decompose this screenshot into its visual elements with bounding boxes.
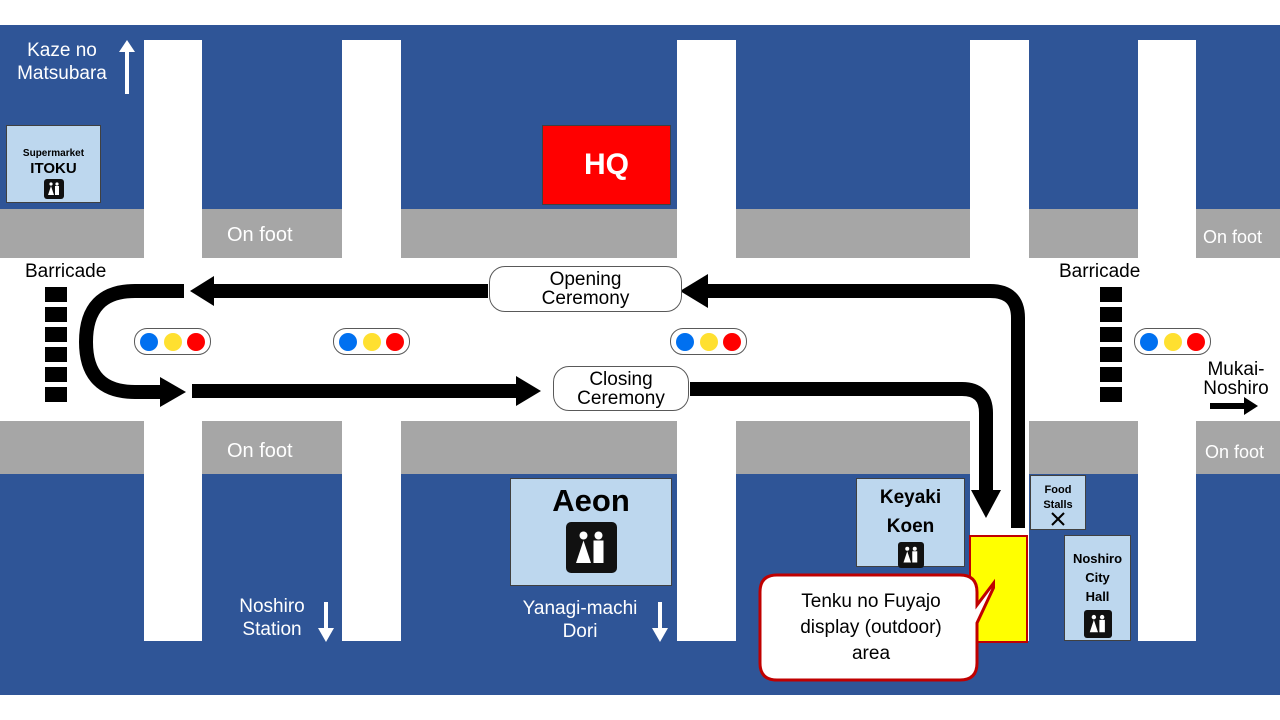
restroom-icon (565, 522, 617, 573)
aeon-building: Aeon (510, 478, 672, 586)
kaze-no-matsubara-label: Kaze no Matsubara (17, 40, 107, 84)
lantern-group (134, 328, 211, 355)
city-hall-name: Noshiro City Hall (1072, 551, 1123, 604)
arrow-down-icon (652, 602, 668, 642)
restroom-icon (1083, 610, 1112, 638)
lantern-group (333, 328, 410, 355)
keyaki-name: Keyaki Koen (879, 487, 942, 537)
restroom-icon (43, 179, 64, 199)
route-u-turn (78, 284, 184, 399)
route-to-display (690, 382, 993, 490)
aeon-name: Aeon (552, 483, 630, 518)
hq-building: HQ (542, 125, 671, 205)
arrow-right-icon (1210, 397, 1258, 415)
yanagi-machi-dori-label: Yanagi-machi Dori (522, 598, 638, 642)
lantern-group (670, 328, 747, 355)
tenku-callout-shape (758, 573, 995, 682)
on-foot-label: On foot (227, 440, 293, 462)
food-stalls-label: Food Stalls (1043, 484, 1073, 511)
barricade-east (1100, 287, 1122, 407)
opening-ceremony-label: Opening Ceremony (489, 266, 682, 312)
supermarket-itoku: Supermarket ITOKU (6, 125, 101, 203)
noshiro-station-label: Noshiro Station (239, 596, 305, 640)
itoku-name: ITOKU (30, 160, 77, 177)
sidewalk-south (0, 421, 1280, 474)
lantern-group (1134, 328, 1211, 355)
itoku-subtitle: Supermarket (22, 148, 85, 159)
tenku-callout-text: Tenku no Fuyajo display (outdoor) area (800, 591, 942, 664)
closing-ceremony-label: Closing Ceremony (553, 366, 689, 411)
fork-knife-icon (1051, 512, 1065, 526)
arrow-down-icon (318, 602, 334, 642)
food-stalls: Food Stalls (1030, 475, 1086, 530)
barricade-label: Barricade (1059, 261, 1141, 282)
noshiro-city-hall: Noshiro City Hall (1064, 535, 1131, 641)
restroom-icon (897, 542, 924, 568)
on-foot-label: On foot (227, 224, 293, 246)
on-foot-label: On foot (1205, 442, 1265, 462)
route-return-segment (708, 284, 1025, 528)
arrow-up-icon (119, 40, 135, 94)
barricade-west (45, 287, 67, 407)
sidewalk-north (0, 209, 1280, 258)
barricade-label: Barricade (25, 261, 107, 282)
keyaki-koen: Keyaki Koen (856, 478, 965, 568)
on-foot-label: On foot (1203, 227, 1263, 247)
mukai-noshiro-label: Mukai- Noshiro (1203, 359, 1269, 399)
